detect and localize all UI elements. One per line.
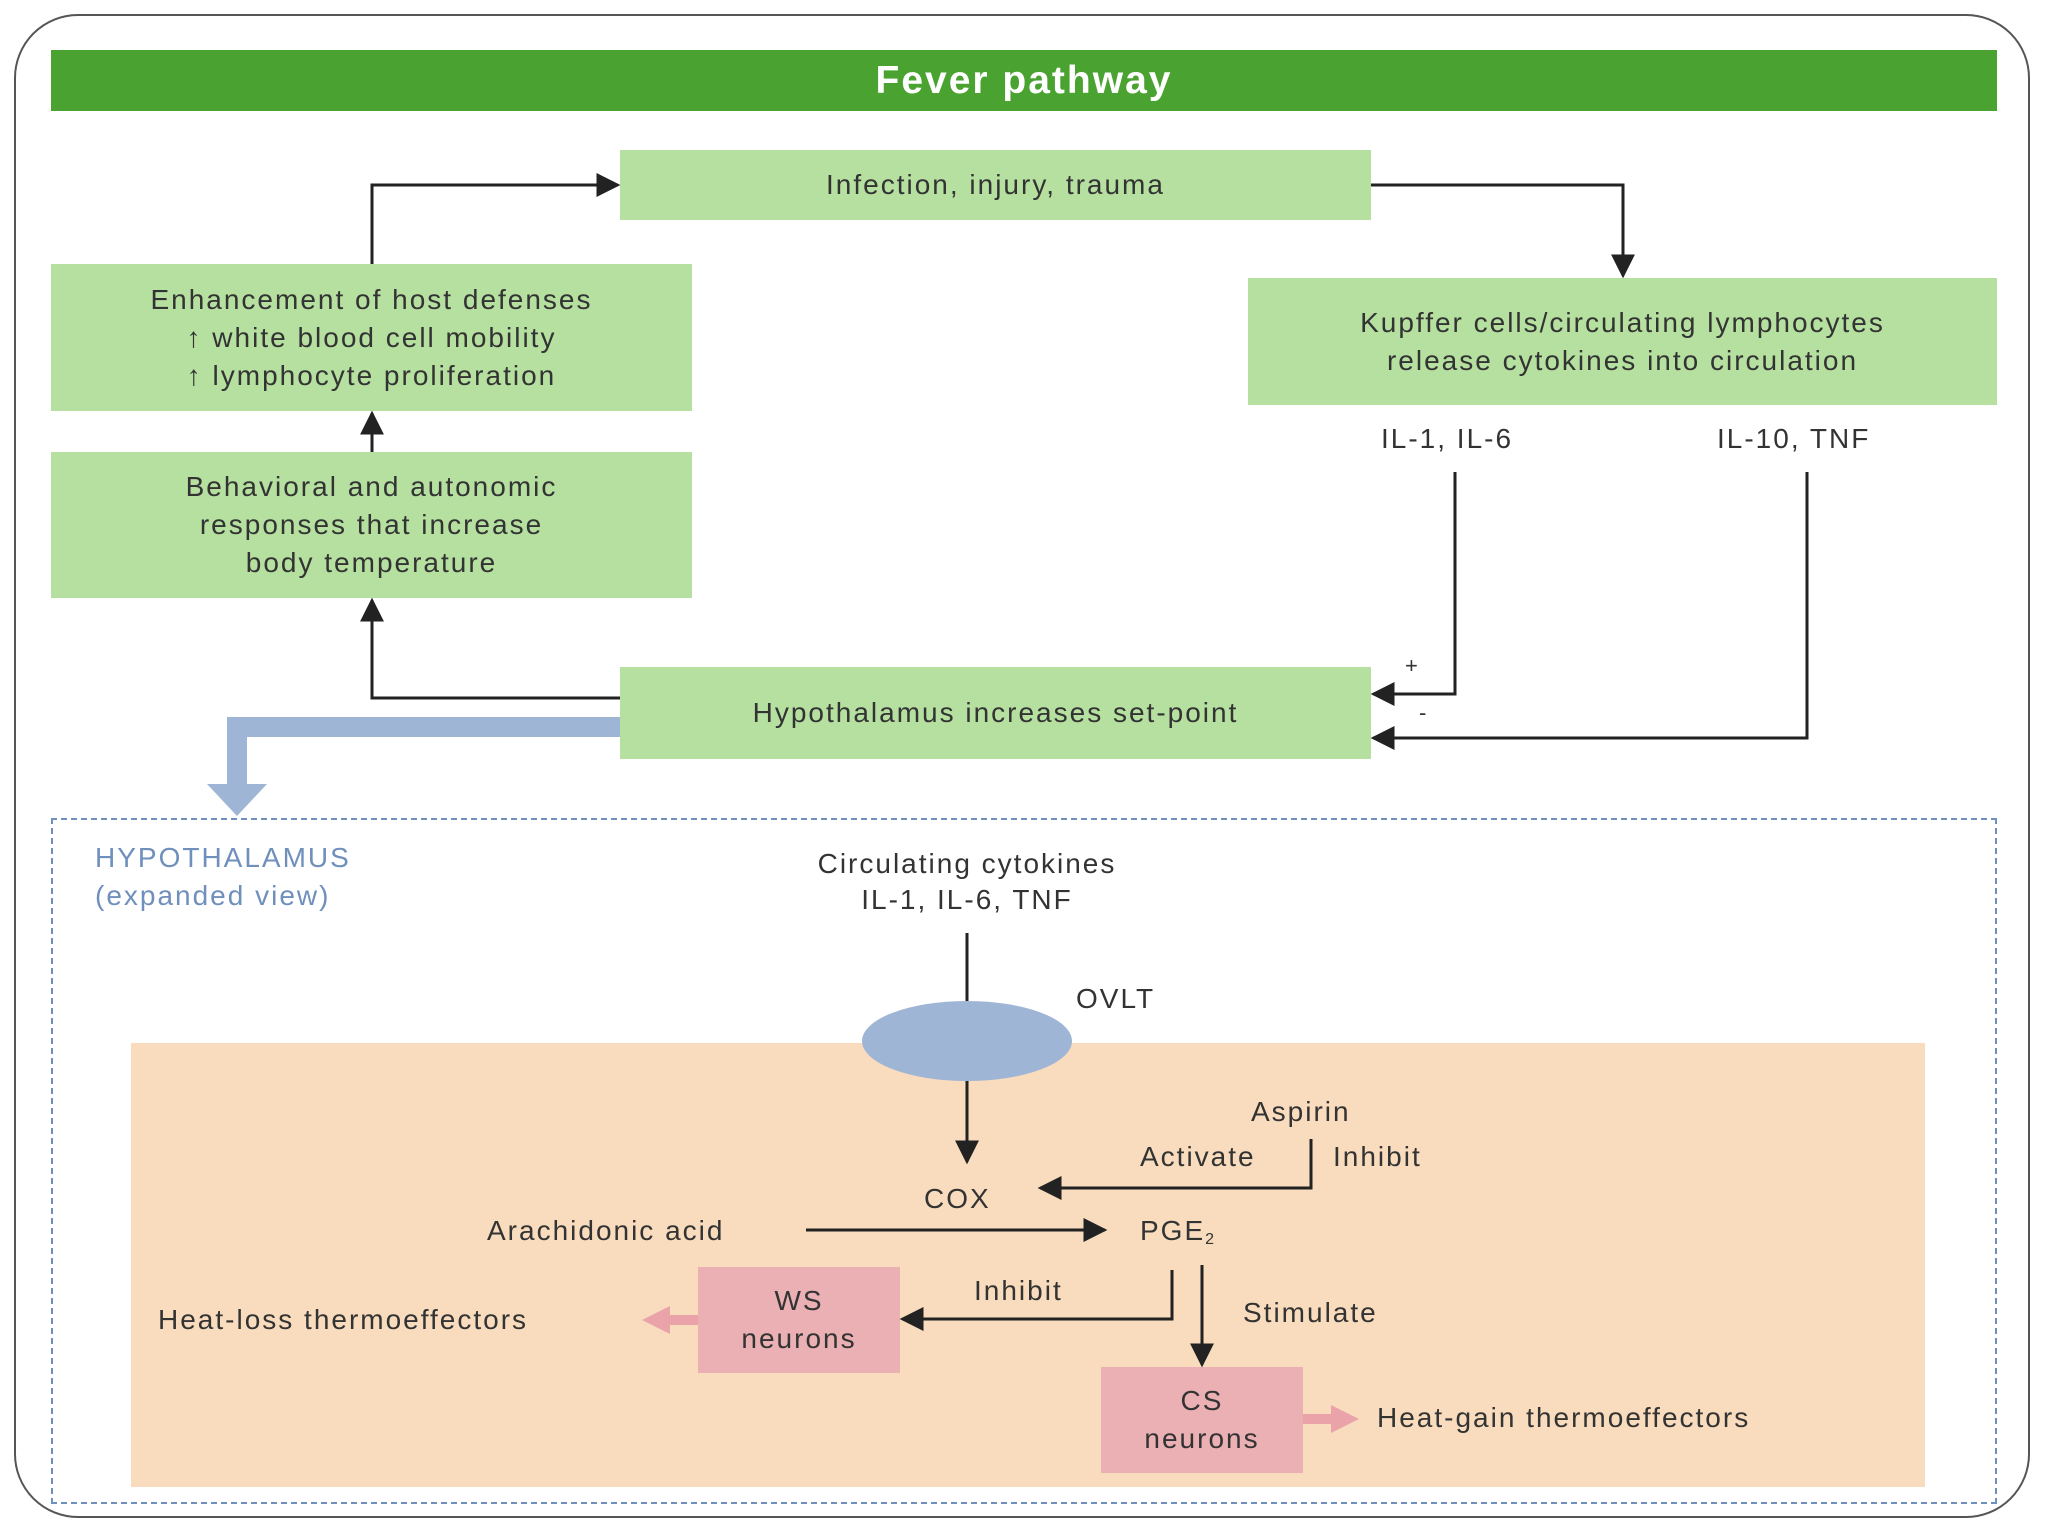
diagram-title: Fever pathway [875,58,1173,102]
ws-line-2: neurons [741,1323,857,1354]
cytokines-right-label: IL-10, TNF [1717,423,1871,454]
cs-line-2: neurons [1144,1423,1260,1454]
pge2-label: PGE2 [1140,1213,1216,1258]
ovlt-label: OVLT [1076,983,1156,1014]
enhancement-line-1: Enhancement of host defenses [150,283,593,315]
hypothalamus-title: HYPOTHALAMUS [95,842,351,873]
circulating-line-1: Circulating cytokines [817,848,1117,879]
setpoint-text: Hypothalamus increases set-point [752,697,1239,728]
enhancement-line-2: ↑ white blood cell mobility [186,321,557,353]
box-kupffer: Kupffer cells/circulating lymphocytes re… [1248,278,1997,405]
cs-line-1: CS [1180,1385,1224,1416]
circulating-cytokines-label: Circulating cytokines IL-1, IL-6, TNF [767,846,1167,918]
ovlt-ellipse [862,1001,1072,1081]
cox-label: COX [924,1183,991,1214]
box-infection: Infection, injury, trauma [620,150,1371,220]
ws-line-1: WS [774,1285,824,1316]
activate-label: Activate [1140,1141,1256,1172]
enhancement-line-3: ↑ lymphocyte proliferation [186,359,557,391]
box-enhancement: Enhancement of host defenses ↑ white blo… [51,264,692,411]
behavioral-line-3: body temperature [245,547,498,578]
hypothalamus-region [51,818,1997,1504]
behavioral-line-1: Behavioral and autonomic [185,471,558,502]
ws-neurons-box: WS neurons [698,1267,900,1373]
pge-subscript: 2 [1205,1231,1217,1248]
behavioral-line-2: responses that increase [199,509,544,540]
kupffer-line-1: Kupffer cells/circulating lymphocytes [1360,306,1885,338]
cytokines-left-label: IL-1, IL-6 [1381,423,1514,454]
title-banner: Fever pathway [51,50,1997,111]
aspirin-inhibit-label: Inhibit [1333,1141,1422,1172]
hypothalamus-subtitle: (expanded view) [95,880,331,911]
arachidonic-acid-label: Arachidonic acid [487,1215,725,1246]
minus-sign: - [1419,700,1429,725]
stimulate-label: Stimulate [1243,1297,1378,1328]
plus-sign: + [1405,653,1420,678]
slide-frame [14,14,2030,1518]
aspirin-label: Aspirin [1251,1096,1351,1127]
heat-loss-label: Heat-loss thermoeffectors [158,1304,529,1335]
box-behavioral: Behavioral and autonomic responses that … [51,452,692,598]
hypothalamus-inner-area [131,1043,1925,1487]
kupffer-line-2: release cytokines into circulation [1386,344,1859,376]
box-setpoint: Hypothalamus increases set-point [620,667,1371,759]
cs-neurons-box: CS neurons [1101,1367,1303,1473]
infection-text: Infection, injury, trauma [826,169,1165,200]
pge-text: PGE [1140,1215,1206,1246]
ws-inhibit-label: Inhibit [974,1275,1063,1306]
heat-gain-label: Heat-gain thermoeffectors [1377,1402,1751,1433]
circulating-line-2: IL-1, IL-6, TNF [861,884,1073,915]
